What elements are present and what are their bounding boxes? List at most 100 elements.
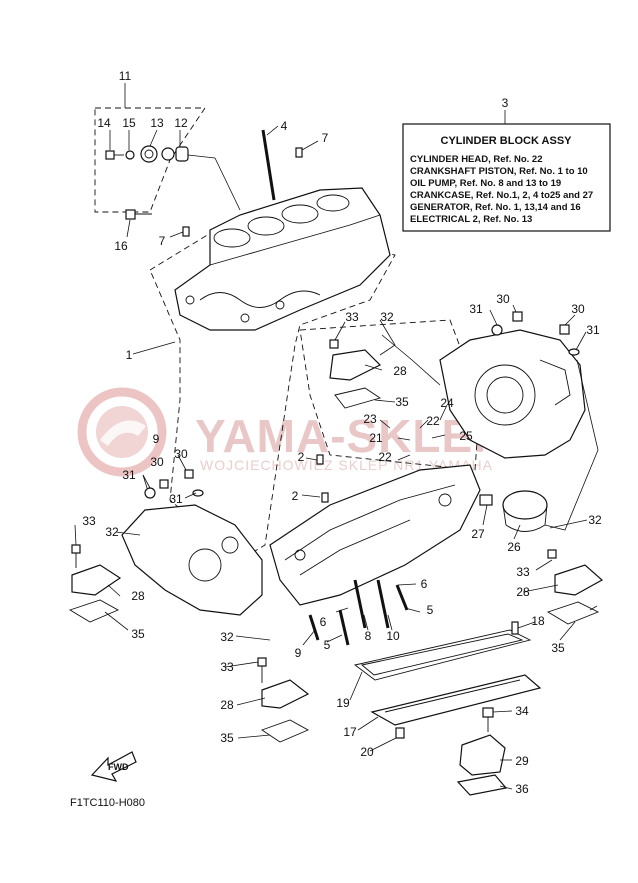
stud-bolt-part [261,129,276,201]
callout-25: 25 [459,429,473,443]
dowel-pin-part [295,147,303,158]
callout-5: 5 [427,603,434,617]
mount-gasket-part [546,601,600,625]
callout-26: 26 [507,540,521,554]
callout-35: 35 [131,627,145,641]
callout-5: 5 [324,638,331,652]
callout-16: 16 [114,239,128,253]
callout-22: 22 [426,414,440,428]
engine-mount-part [71,564,122,596]
crankcase-bolt-part [376,579,390,629]
callout-28: 28 [516,585,530,599]
callout-13: 13 [150,116,164,130]
callout-30: 30 [150,455,164,469]
callout-9: 9 [295,646,302,660]
callout-30: 30 [174,447,188,461]
watermark-logo-mark [100,420,146,446]
callout-32: 32 [105,525,119,539]
cover-washer-part [491,324,503,336]
watermark: YAMA-SKLEP WOJCIECHOWIEZ SKLEP NR1 YAMAH… [77,387,504,477]
callout-20: 20 [360,745,374,759]
leader-lines [74,83,599,790]
callout-33: 33 [345,310,359,324]
cover-washer-part [144,487,156,499]
callout-19: 19 [336,696,350,710]
callout-35: 35 [551,641,565,655]
callout-31: 31 [469,302,483,316]
engine-mount-part [459,734,506,776]
bolt-part [105,150,124,160]
cover-bolt-part [184,469,194,479]
box-title: CYLINDER BLOCK ASSY [441,135,573,147]
oil-pan-gasket-part [353,629,532,681]
diagram-code: F1TC110-H080 [70,797,145,809]
callout-28: 28 [220,698,234,712]
watermark-sub-text: WOJCIECHOWIEZ SKLEP NR1 YAMAHA [200,457,493,473]
group-crankcase-upper-outline [299,319,481,471]
cover-bolt-part [559,324,570,335]
callout-24: 24 [440,396,454,410]
group-11-outline [94,107,206,213]
callout-6: 6 [320,615,327,629]
box-line: ELECTRICAL 2, Ref. No. 13 [410,214,532,225]
callout-30: 30 [496,292,510,306]
union-bolt-part [479,494,493,506]
dowel-pin-part [182,226,190,237]
callout-11: 11 [119,69,132,83]
mount-bolt-part [329,339,339,349]
callout-31: 31 [122,468,136,482]
callout-35: 35 [220,731,234,745]
callout-labels: 11 14 15 13 12 4 7 16 7 1 33 32 28 35 31… [82,69,602,796]
crankcase-bolt-part [395,584,409,611]
callout-9: 9 [153,432,160,446]
crankcase-part [269,464,481,606]
oil-pan-part [370,674,542,726]
callout-33: 33 [516,565,530,579]
cover-washer-part [568,348,580,356]
fwd-label: FWD [108,762,129,772]
bolt-16-part [125,209,152,220]
callout-4: 4 [281,119,288,133]
dowel-pin-part [321,492,329,503]
callout-12: 12 [174,116,188,130]
mount-bolt-part [257,657,267,683]
callout-8: 8 [365,629,372,643]
dowel-pin-part [511,621,519,635]
mount-bolt-part [71,544,81,568]
cap-part [175,146,189,162]
box-line: OIL PUMP, Ref. No. 8 and 13 to 19 [410,178,561,189]
cylinder-block-assy-box: CYLINDER BLOCK ASSY CYLINDER HEAD, Ref. … [402,110,611,232]
callout-33: 33 [220,660,234,674]
cylinder-block-part [174,187,391,331]
callout-28: 28 [393,364,407,378]
oil-filter-part [502,490,548,532]
callout-35: 35 [395,395,409,409]
box-line: CYLINDER HEAD, Ref. No. 22 [410,154,543,165]
crankcase-cover-part [121,504,263,616]
mount-gasket-part [334,387,382,409]
mount-bolt-part [482,707,494,732]
engine-mount-part [329,349,382,381]
callout-2: 2 [298,450,305,464]
callout-2: 2 [292,489,299,503]
washer-part [125,150,135,160]
mount-plate-part [456,774,508,796]
box-line: GENERATOR, Ref. No. 1, 13,14 and 16 [410,202,581,213]
callout-7: 7 [322,131,329,145]
box-line: CRANKCASE, Ref. No.1, 2, 4 to25 and 27 [410,190,593,201]
callout-27: 27 [471,527,485,541]
callout-21: 21 [369,431,383,445]
callout-15: 15 [122,116,136,130]
callout-28: 28 [131,589,145,603]
callout-29: 29 [515,754,529,768]
cover-bolt-part [159,479,169,489]
box-line: CRANKSHAFT PISTON, Ref. No. 1 to 10 [410,166,588,177]
cover-bolt-part [512,311,523,322]
callout-3: 3 [502,96,509,110]
callout-32: 32 [588,513,602,527]
mount-bolt-part [547,549,557,559]
callout-31: 31 [586,323,600,337]
collar-part [161,147,175,161]
drain-bolt-part [395,727,405,739]
